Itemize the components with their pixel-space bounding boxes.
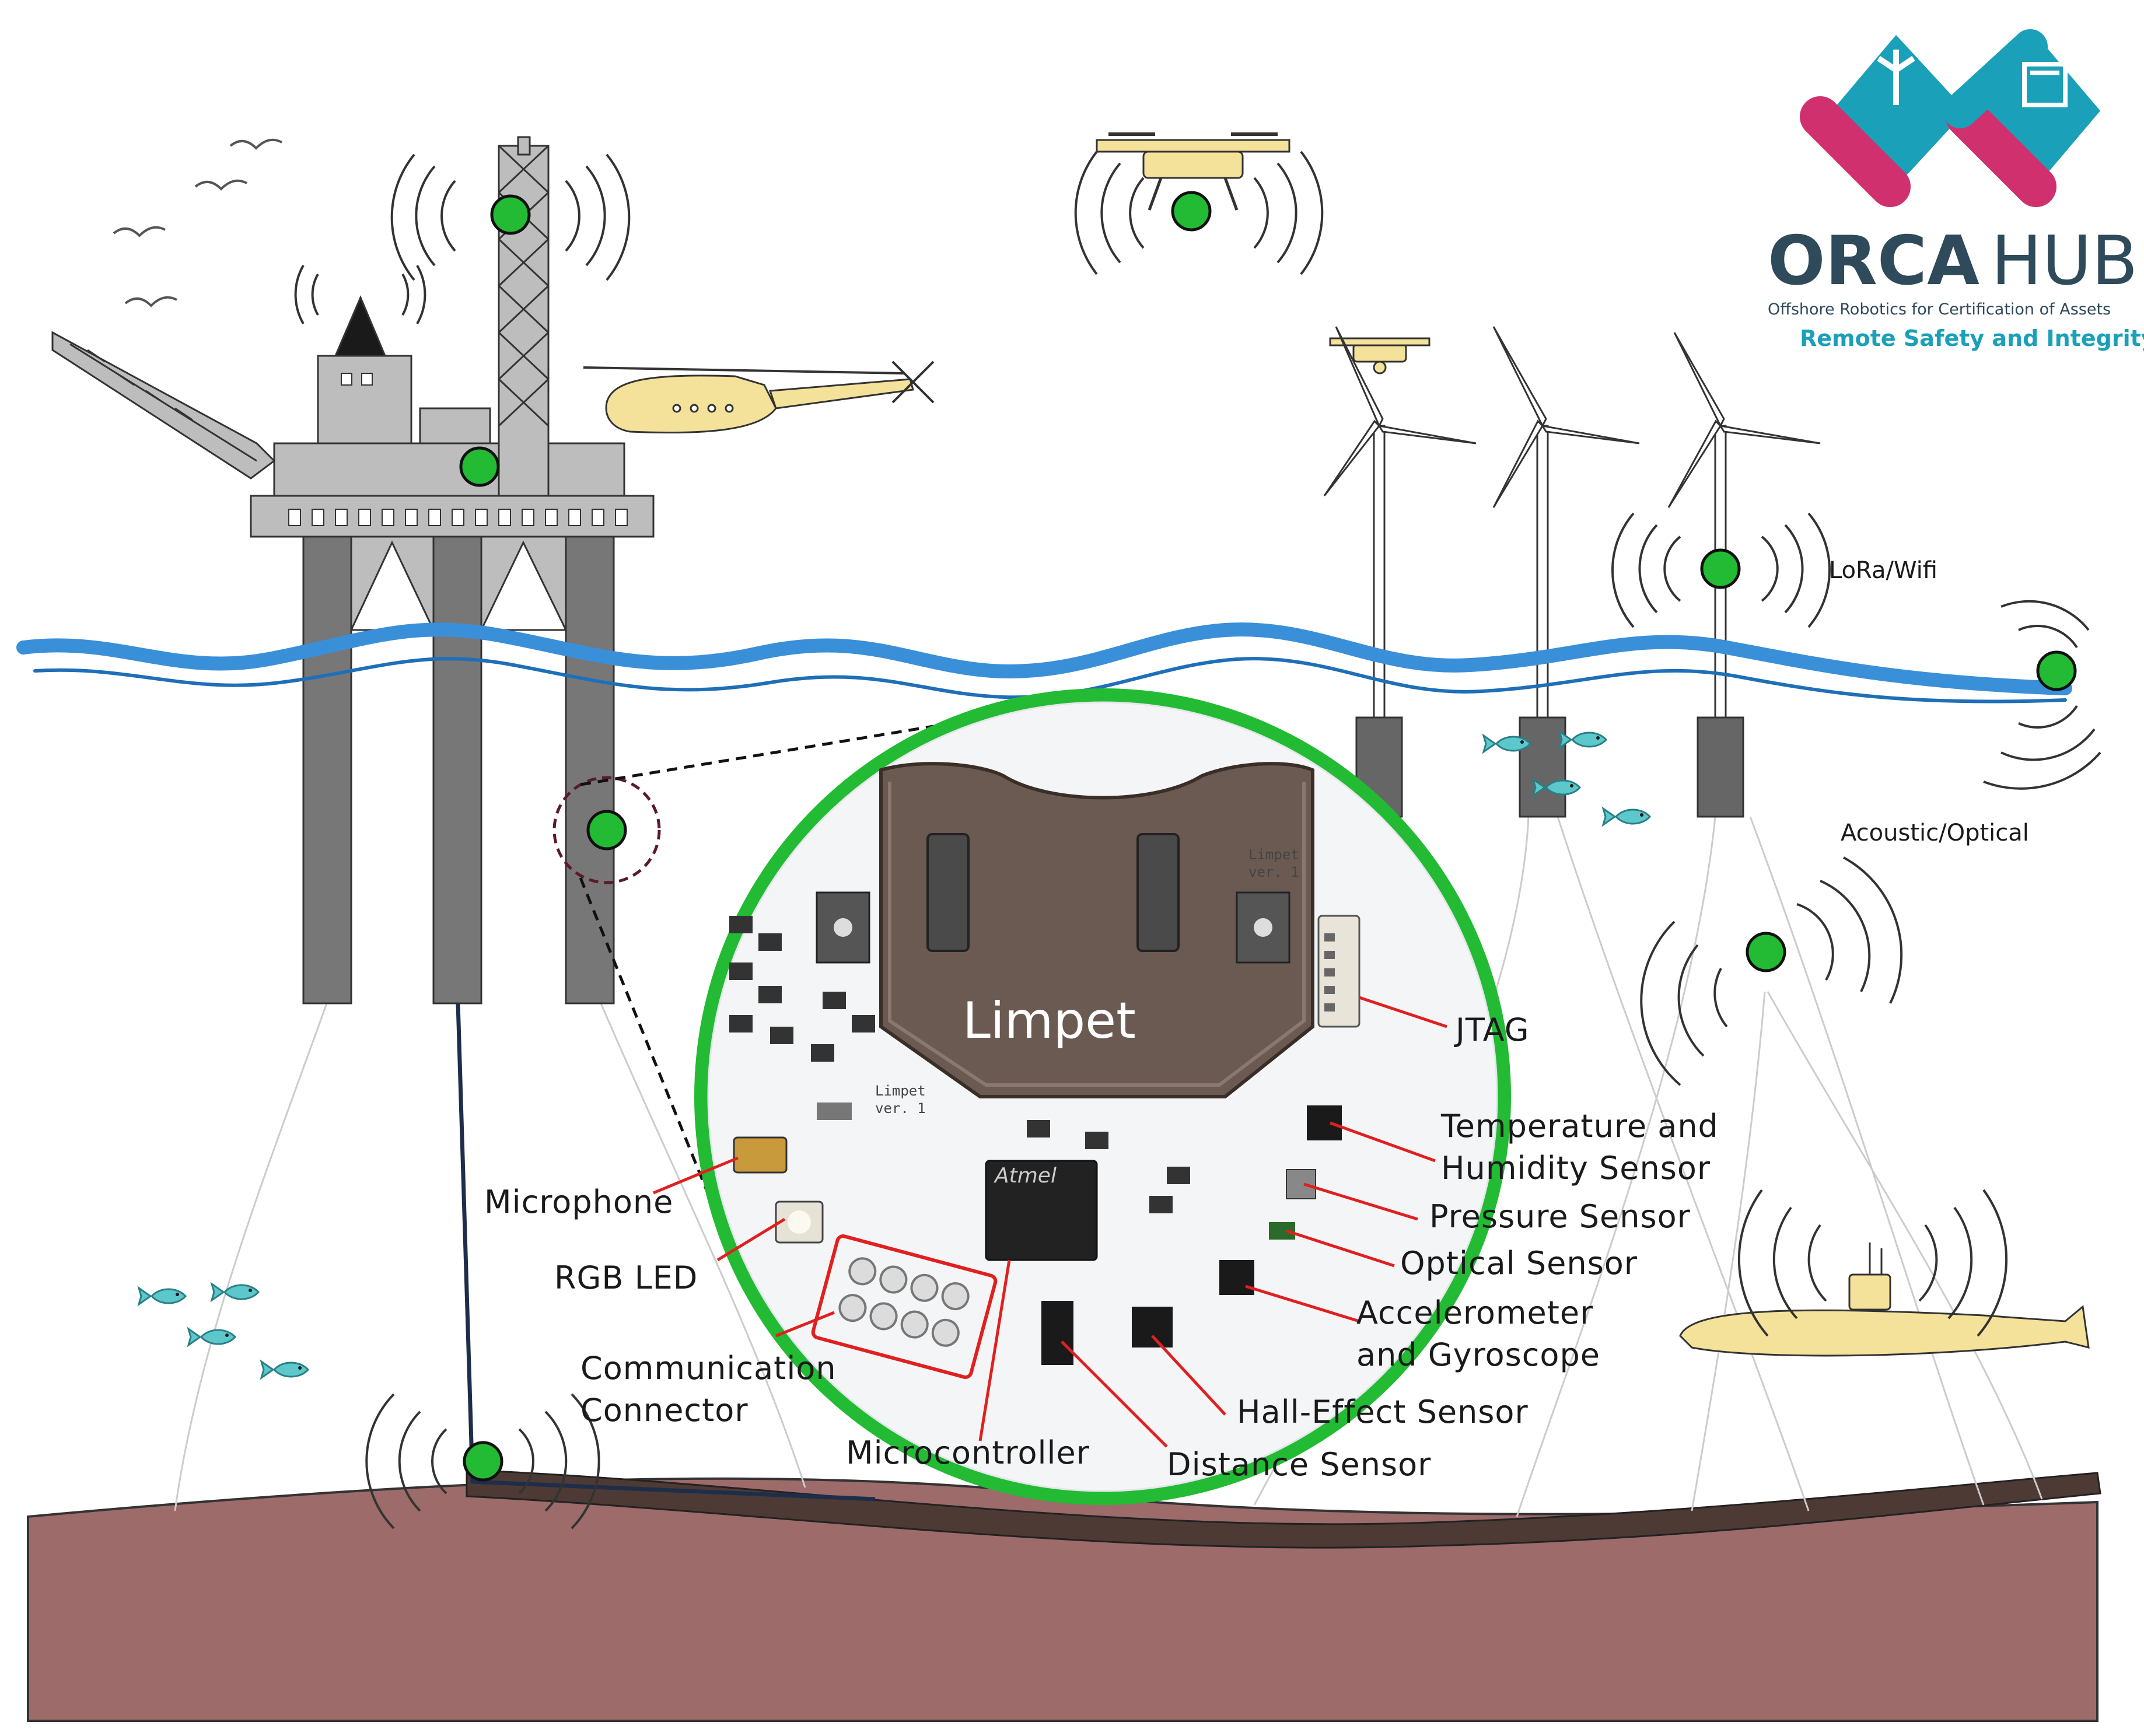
battery-clip-right [1136, 833, 1180, 952]
label-optical: Optical Sensor [1400, 1245, 1638, 1282]
microphone-chip [733, 1136, 788, 1174]
sensor-node-rig-top [490, 194, 531, 235]
accel-gyro-chip [1219, 1260, 1254, 1295]
mooring-cable [456, 1003, 876, 1502]
logo-subtitle: Offshore Robotics for Certification of A… [1768, 300, 2111, 318]
signal-waves [294, 150, 2101, 1530]
battery-clip-left [926, 833, 970, 952]
sensor-nodes [459, 191, 2077, 1482]
label-hall: Hall-Effect Sensor [1237, 1394, 1529, 1430]
board-title: Limpet [963, 992, 1136, 1050]
label-rgb-led: RGB LED [554, 1259, 698, 1296]
sensor-node-seabed [463, 1441, 503, 1482]
label-jtag: JTAG [1456, 1012, 1530, 1048]
label-comm-connector: Communication Connector [580, 1350, 837, 1429]
acoustic-signal-lines [174, 816, 2043, 1517]
rig-windows [288, 373, 628, 526]
board-silkscreen-bottom: Limpet ver. 1 [875, 1083, 926, 1116]
drone-icon-small [1329, 337, 1431, 374]
logo-name-light: HUB [1991, 222, 2138, 300]
drone-icon-large [1096, 132, 1290, 211]
label-temp-humidity: Temperature and Humidity Sensor [1441, 1108, 1719, 1186]
sea-surface [16, 622, 2072, 704]
distance-sensor-chip [1041, 1301, 1073, 1365]
pipeline [466, 1469, 2101, 1549]
sensor-node-subsea [1746, 932, 1786, 972]
submarine-icon [1679, 1242, 2090, 1357]
helicopter-icon [583, 360, 935, 434]
logo-name-bold: ORCA [1768, 222, 1979, 300]
label-distance: Distance Sensor [1167, 1446, 1432, 1483]
callout-lines [653, 996, 1447, 1448]
hall-sensor-chip [1132, 1307, 1173, 1348]
microcontroller-chip [985, 1160, 1098, 1261]
comm-connector [811, 1234, 998, 1379]
sensor-node-leg [586, 810, 627, 850]
label-microphone: Microphone [484, 1184, 674, 1220]
sensor-node-buoy [2036, 650, 2077, 691]
sensor-node-drone [1171, 191, 1212, 232]
logo-tagline: Remote Safety and Integrity [1800, 326, 2144, 351]
label-accel-gyro: Accelerometer and Gyroscope [1356, 1294, 1600, 1373]
oil-rig-legs [302, 506, 615, 1005]
oil-rig [51, 136, 655, 538]
label-pressure: Pressure Sensor [1429, 1198, 1691, 1235]
wind-turbine-icons [1323, 326, 1821, 719]
temp-humidity-chip [1307, 1105, 1342, 1140]
lora-wifi-label: LoRa/Wifi [1829, 557, 1937, 584]
chip-brand: Atmel [995, 1164, 1057, 1188]
label-microcontroller: Microcontroller [846, 1434, 1090, 1471]
orca-hub-logo [1791, 18, 2141, 210]
zoom-guide-lines [579, 724, 934, 1196]
zoom-source-circle [552, 776, 661, 884]
sensor-node-turbine [1700, 548, 1741, 589]
turbine-foundations [1355, 716, 1744, 818]
limpet-board [694, 688, 1511, 1505]
sensor-node-rig-deck [459, 446, 500, 487]
jtag-connector [1317, 915, 1360, 1028]
optical-sensor-chip [1269, 1222, 1295, 1240]
orca-hub-emblem [1800, 29, 2100, 207]
pressure-sensor-chip [1286, 1169, 1316, 1199]
battery-holder [879, 762, 1314, 1098]
seagull-icons [113, 138, 283, 307]
acoustic-optical-label: Acoustic/Optical [1841, 820, 2029, 846]
rig-trusses [349, 536, 568, 631]
board-silkscreen-top: Limpet ver. 1 [1248, 846, 1299, 880]
